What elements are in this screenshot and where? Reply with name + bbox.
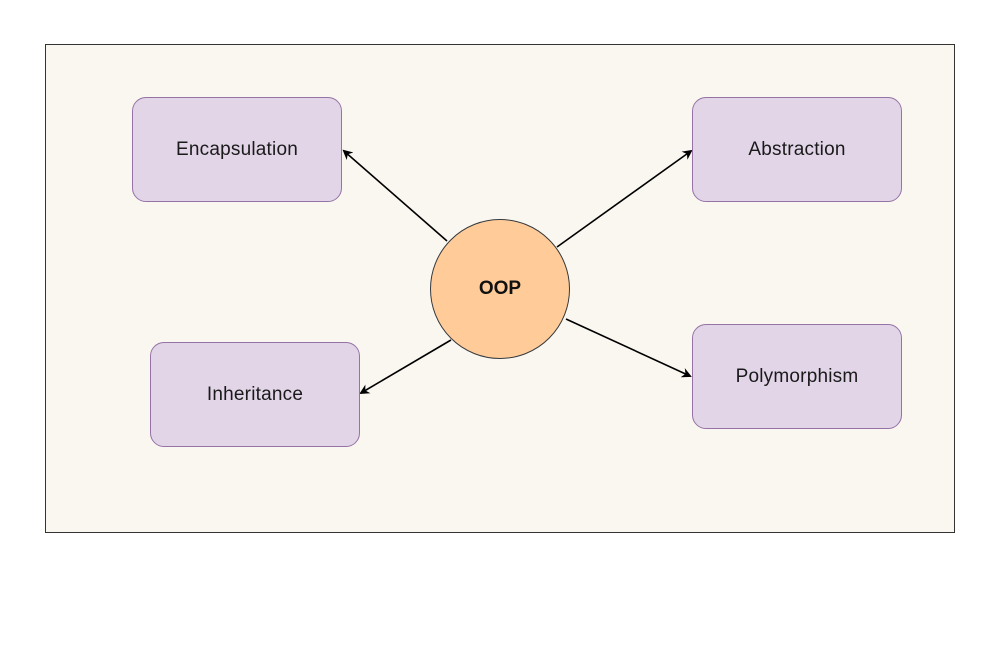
concept-label: Polymorphism (735, 365, 859, 387)
center-label: OOP (478, 278, 522, 299)
concept-node-encapsulation[interactable]: Encapsulation (132, 97, 342, 202)
center-node-oop[interactable]: OOP (430, 219, 570, 359)
concept-label: Abstraction (748, 138, 846, 160)
concept-node-polymorphism[interactable]: Polymorphism (692, 324, 902, 429)
concept-node-inheritance[interactable]: Inheritance (150, 342, 360, 447)
concept-node-abstraction[interactable]: Abstraction (692, 97, 902, 202)
concept-label: Inheritance (206, 383, 304, 405)
concept-label: Encapsulation (176, 138, 298, 160)
